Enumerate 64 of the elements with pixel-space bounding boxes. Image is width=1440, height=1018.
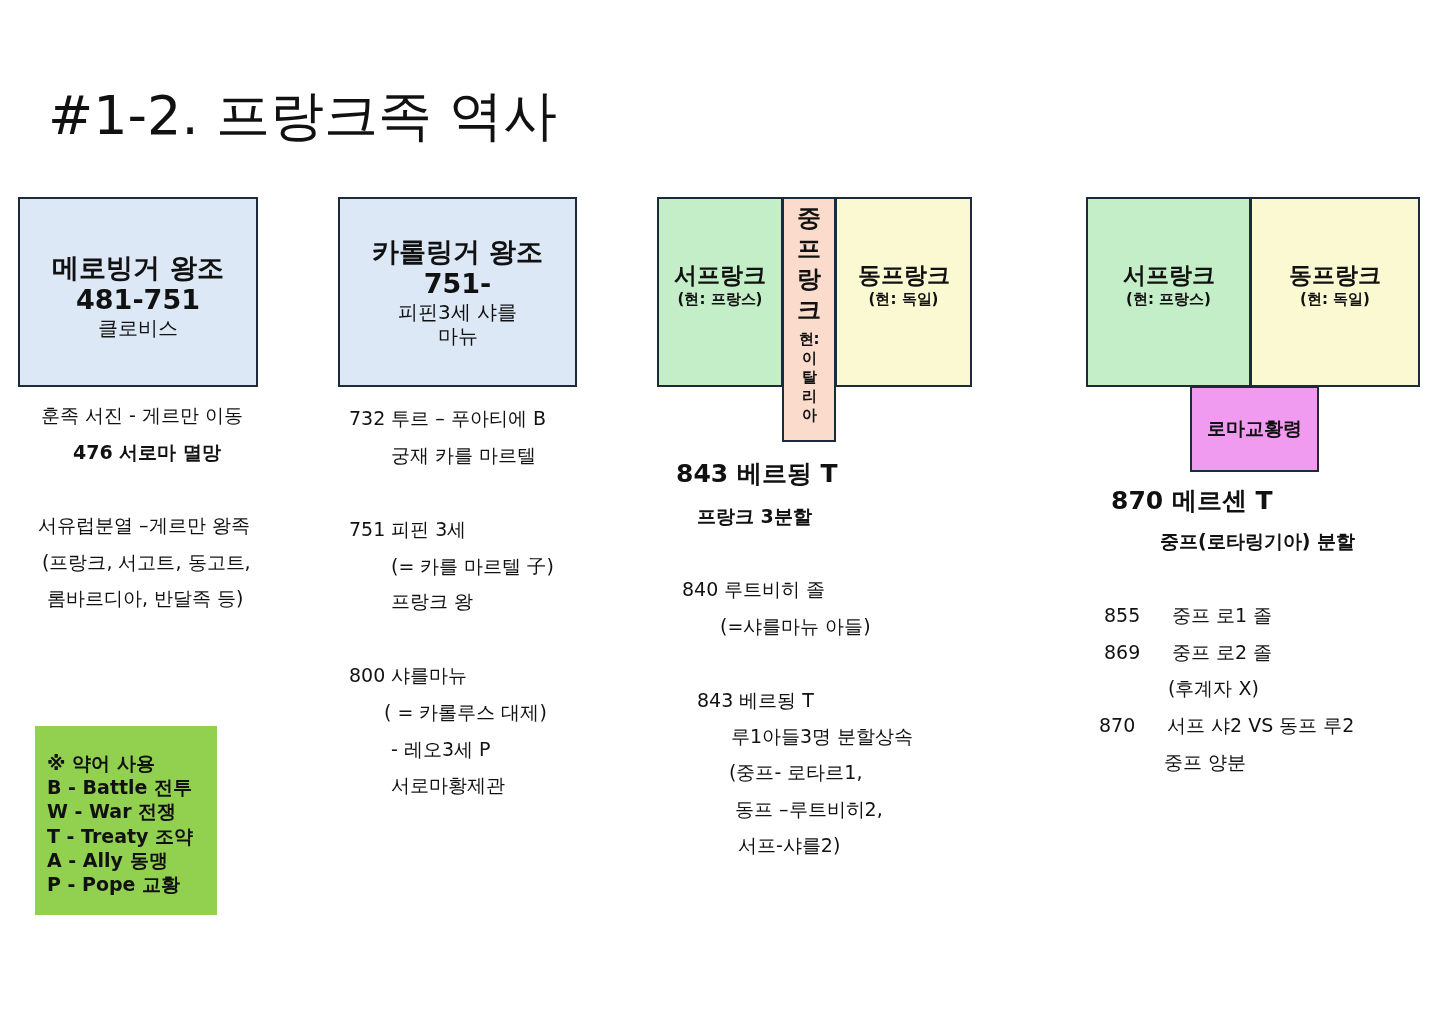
note-text: 840 루트비히 졸 [682, 578, 826, 601]
note-text: ( = 카롤루스 대제) [384, 701, 547, 724]
note-text: (후계자 X) [1168, 677, 1259, 700]
note-text: 루1아들3명 분할상속 [731, 725, 914, 748]
dynasty-box [18, 197, 258, 387]
note-line: A - Ally 동맹 [47, 847, 168, 872]
box-title: 카롤링거 왕조 751- [370, 235, 545, 301]
note-text: - 레오3세 P [391, 738, 491, 761]
event-subheading: 프랑크 3분할 [697, 505, 812, 528]
note-text: 751 피핀 3세 [349, 518, 467, 541]
region-strip [782, 197, 836, 442]
note-text: (=샤를마뉴 아들) [720, 615, 871, 638]
note-text: 중프 로1 졸 [1172, 604, 1273, 627]
box-subtitle: (현: 독일) [868, 290, 939, 310]
event-subheading: 476 서로마 멸망 [73, 441, 221, 464]
note-text: 732 투르 – 푸아티에 B [349, 407, 546, 430]
dynasty-box [338, 197, 577, 387]
page-title: #1-2. 프랑크족 역사 [48, 84, 557, 149]
note-text: 중프 로2 졸 [1172, 641, 1273, 664]
territory-box [1190, 386, 1319, 472]
box-title: 동프랑크 [1289, 262, 1381, 291]
region-box [1086, 197, 1251, 387]
event-subheading: 중프(로타링기아) 분할 [1160, 530, 1355, 553]
note-text: (중프- 로타르1, [729, 761, 863, 784]
note-line: P - Pope 교황 [47, 871, 181, 896]
box-subtitle: (현: 독일) [1300, 290, 1370, 310]
vertical-title: 중프랑크 [796, 203, 822, 326]
note-text: 훈족 서진 - 게르만 이동 [41, 404, 243, 427]
box-title: 로마교황령 [1207, 416, 1302, 441]
note-text: 중프 양분 [1164, 751, 1247, 774]
box-subtitle: (현: 프랑스) [1126, 290, 1211, 310]
box-title: 동프랑크 [857, 262, 950, 291]
note-heading: ※ 약어 사용 [47, 751, 155, 776]
note-text: 서유럽분열 –게르만 왕족 [38, 514, 250, 537]
note-text: (= 카를 마르텔 子) [391, 555, 554, 578]
note-text: 870 [1099, 714, 1136, 737]
note-line: B - Battle 전투 [47, 775, 193, 800]
vertical-subtitle: 현: 이탈리아 [798, 329, 820, 426]
note-text: 프랑크 왕 [391, 590, 474, 613]
note-text: 궁재 카를 마르텔 [391, 444, 537, 467]
note-text: 서프 샤2 VS 동프 루2 [1167, 714, 1355, 737]
note-text: 843 베르됭 T [697, 689, 814, 712]
note-text: 800 샤를마뉴 [349, 664, 468, 687]
region-box [657, 197, 783, 387]
note-box [35, 726, 217, 915]
box-subtitle: 피핀3세 샤를마뉴 [397, 300, 518, 349]
region-box [1250, 197, 1420, 387]
note-text: (프랑크, 서고트, 동고트, [42, 551, 251, 574]
box-title: 서프랑크 [674, 262, 766, 291]
box-title: 메로빙거 왕조 481-751 [51, 251, 225, 317]
box-title: 서프랑크 [1122, 262, 1215, 291]
note-line: T - Treaty 조약 [47, 823, 194, 848]
region-box [835, 197, 972, 387]
note-text: 855 [1104, 604, 1141, 627]
note-text: 롬바르디아, 반달족 등) [47, 587, 244, 610]
note-text: 서로마황제관 [391, 774, 505, 797]
note-line: W - War 전쟁 [47, 799, 177, 824]
event-heading: 843 베르됭 T [676, 458, 838, 489]
note-text: 동프 –루트비히2, [735, 798, 883, 821]
box-subtitle: (현: 프랑스) [677, 290, 763, 310]
note-text: 869 [1104, 641, 1141, 664]
box-subtitle: 클로비스 [97, 316, 179, 341]
note-text: 서프-샤를2) [738, 834, 841, 857]
event-heading: 870 메르센 T [1111, 485, 1273, 516]
